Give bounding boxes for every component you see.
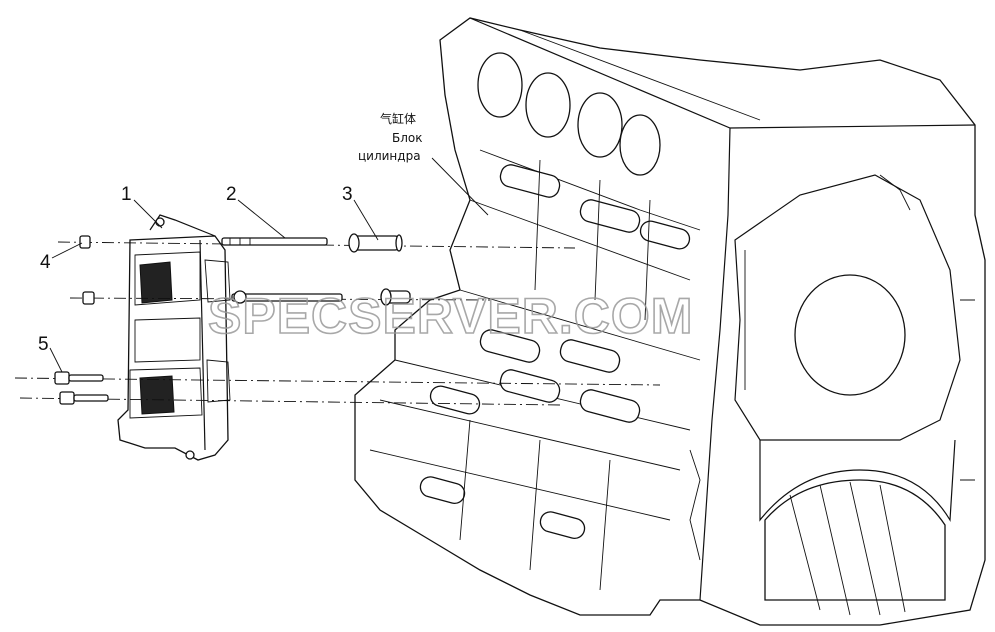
block-label-ru-line2: цилиндра — [358, 149, 421, 163]
block-label-cn: 气缸体 — [380, 111, 416, 126]
long-bolt-icon — [221, 237, 328, 246]
callout-3: 3 — [342, 184, 353, 205]
callout-5: 5 — [38, 334, 49, 355]
ecu-module-icon — [117, 214, 231, 461]
callout-4: 4 — [40, 252, 51, 273]
callout-1: 1 — [121, 184, 132, 205]
short-bolt-icon — [54, 371, 109, 405]
watermark-text: SPECSERVER.COM — [208, 288, 693, 344]
block-label-ru-line1: Блок — [392, 131, 423, 145]
leader-lines — [49, 157, 489, 373]
nut-icon — [79, 235, 95, 305]
callout-2: 2 — [226, 184, 237, 205]
second-bolt-icon — [231, 290, 343, 304]
spacer-sleeve-icon — [348, 233, 411, 306]
cylinder-block-icon — [354, 17, 986, 626]
